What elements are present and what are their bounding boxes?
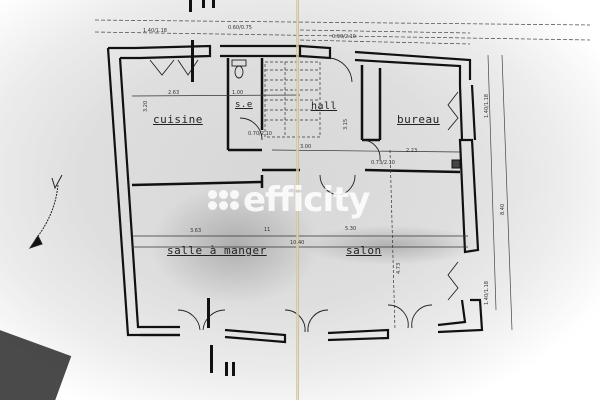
outer-walls — [106, 44, 484, 344]
dimension-lines-right — [487, 54, 513, 331]
watermark-logo-icon — [208, 190, 239, 210]
efficity-watermark: efficity — [208, 180, 371, 220]
dim-hall-depth: 3.15 — [343, 118, 349, 130]
room-label-se: s.e — [235, 100, 253, 110]
section-markers — [189, 0, 235, 376]
dim-salle-width: 3.63 — [190, 228, 202, 234]
dim-top-window-cuisine: 1.40/1.18 — [143, 28, 167, 34]
dim-hall-width: 3.00 — [300, 144, 312, 150]
room-label-salle-a-manger: salle à manger — [167, 244, 267, 257]
room-label-hall: hall — [311, 101, 338, 112]
room-label-bureau: bureau — [397, 113, 440, 126]
dim-salon-width: 5.30 — [345, 226, 357, 232]
dim-cuisine-depth: 3.20 — [143, 100, 149, 112]
wc-fixture — [231, 59, 247, 79]
watermark-text: efficity — [243, 180, 371, 220]
dim-wall: 11 — [264, 227, 271, 233]
north-arrow — [28, 174, 63, 249]
dim-overall-width: 10.40 — [290, 240, 305, 246]
dim-cuisine-width: 2.63 — [168, 90, 180, 96]
chimney-flue — [451, 159, 461, 169]
paper-fold — [296, 0, 299, 400]
dim-top-window-se: 0.60/0.75 — [228, 25, 252, 31]
dim-se-width: 1.00 — [232, 90, 244, 96]
dimension-lines-top — [94, 19, 591, 45]
dim-right-window-top: 1.40/1.18 — [484, 94, 490, 118]
interior-walls — [131, 58, 461, 188]
reference-lines — [131, 94, 468, 331]
dim-top-door-hall: 0.90/2.10 — [332, 34, 356, 40]
dim-bureau-width: 2.23 — [406, 148, 418, 154]
water-stain — [300, 225, 480, 265]
room-label-salon: salon — [346, 244, 382, 257]
staircase — [264, 61, 321, 138]
dim-door-se: 0.70/2.10 — [248, 131, 272, 137]
room-label-cuisine: cuisine — [153, 113, 203, 126]
dim-door-bureau: 0.73/2.10 — [371, 160, 395, 166]
dim-right-window-bottom: 1.40/1.18 — [484, 281, 490, 305]
door-swings — [149, 57, 459, 333]
dim-salon-depth: 4.73 — [396, 262, 402, 274]
dim-right-overall: 8.40 — [500, 203, 506, 215]
